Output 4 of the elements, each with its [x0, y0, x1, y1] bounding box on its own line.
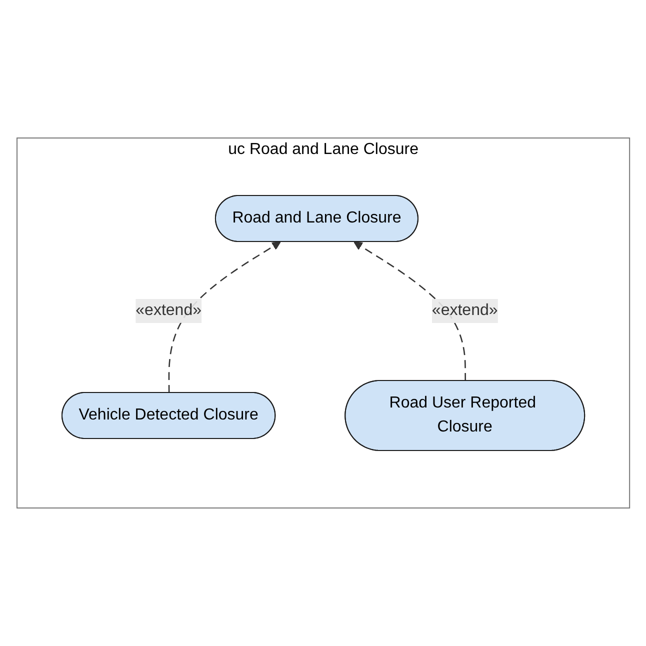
edge-label: «extend»: [135, 302, 202, 319]
edge-label: «extend»: [432, 302, 498, 319]
arrow: [353, 242, 466, 381]
arrow: [168, 242, 280, 393]
